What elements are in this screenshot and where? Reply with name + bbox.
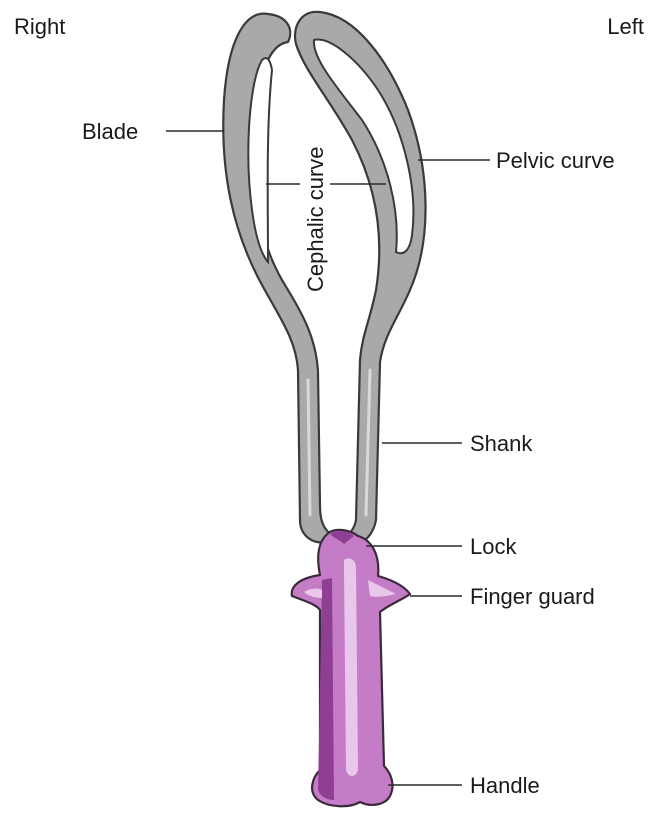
label-shank: Shank (470, 431, 533, 456)
label-pelvic-curve: Pelvic curve (496, 148, 615, 173)
label-left: Left (607, 14, 644, 39)
label-finger-guard: Finger guard (470, 584, 595, 609)
label-blade: Blade (82, 119, 138, 144)
label-right: Right (14, 14, 65, 39)
label-handle: Handle (470, 773, 540, 798)
label-cephalic-curve: Cephalic curve (303, 146, 328, 292)
handle-grip (292, 530, 410, 806)
label-lock: Lock (470, 534, 517, 559)
